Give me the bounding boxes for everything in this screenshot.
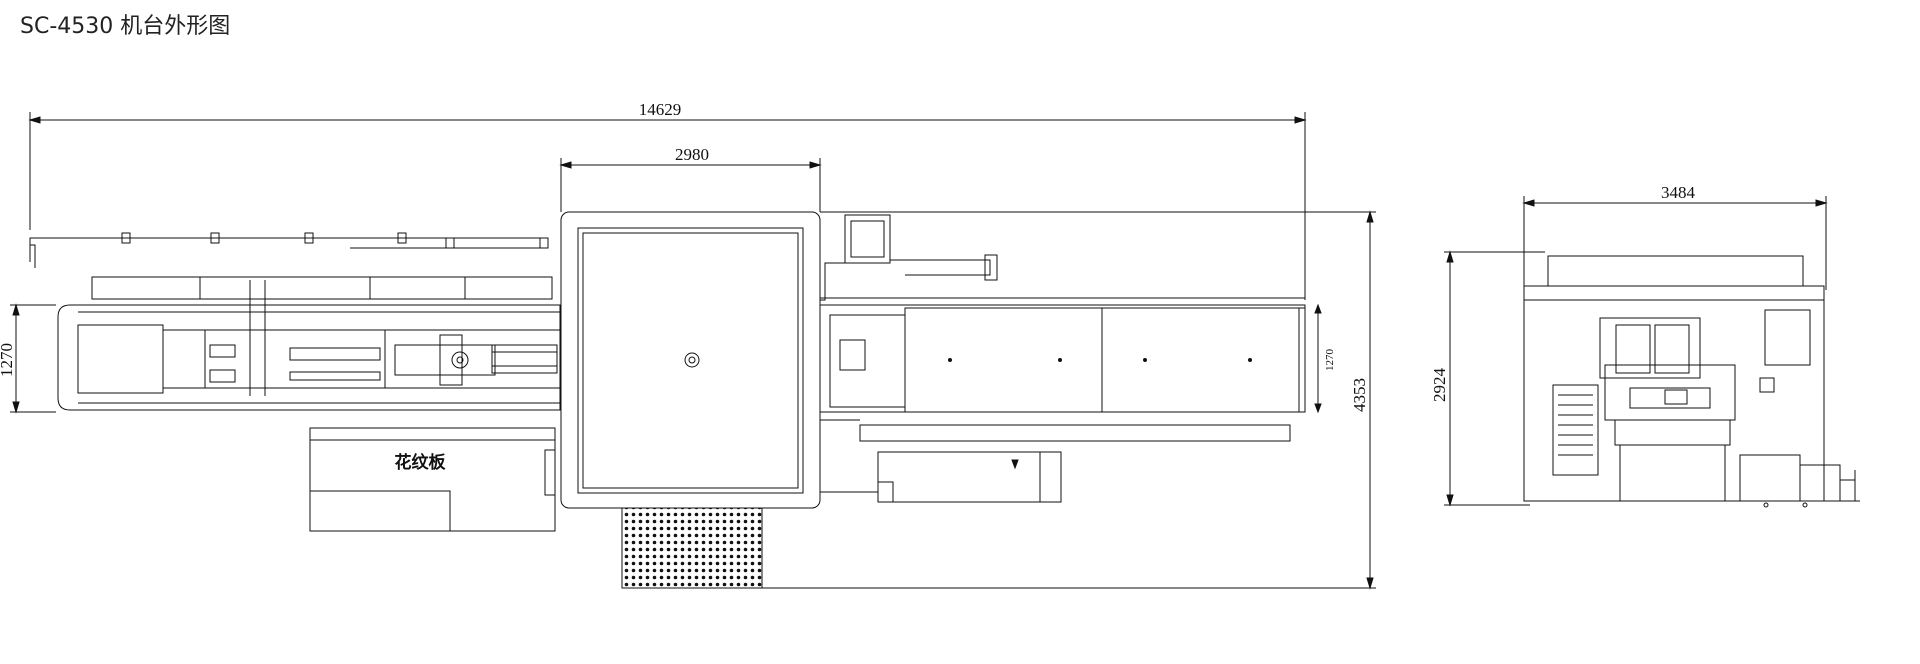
dimension-side-width	[1522, 196, 1828, 290]
page-title: SC-4530 机台外形图	[20, 14, 231, 39]
dim-overall-length-text: 14629	[639, 100, 682, 119]
central-platform	[560, 211, 821, 509]
side-view: 3484 2924	[1430, 183, 1860, 508]
outrigger-rail	[29, 232, 549, 268]
dimension-overall-length	[28, 112, 1307, 300]
dim-right-small-text: 1270	[1324, 349, 1336, 372]
dimension-side-height	[1444, 250, 1545, 507]
machine-bed	[57, 280, 561, 411]
dim-left-height-text: 1270	[0, 343, 16, 377]
dimension-overall-height	[762, 210, 1376, 590]
dim-platform-width-text: 2980	[675, 145, 709, 164]
control-panel	[820, 214, 998, 301]
dim-side-width-text: 3484	[1661, 183, 1696, 202]
machine-side-body	[1523, 255, 1860, 508]
checker-plate-area	[309, 427, 556, 532]
dim-overall-height-text: 4353	[1350, 378, 1369, 412]
dim-side-height-text: 2924	[1430, 368, 1449, 403]
right-conveyor	[819, 297, 1306, 442]
dimension-left-height	[10, 303, 56, 414]
top-view: 14629 2980	[0, 100, 1376, 590]
top-cover-strip	[91, 276, 553, 300]
checker-plate-label: 花纹板	[395, 452, 447, 473]
dimension-platform-width	[559, 158, 822, 212]
dimension-right-small	[1314, 303, 1322, 414]
control-cabinet	[877, 451, 1062, 503]
perforated-step-plate	[621, 507, 763, 589]
